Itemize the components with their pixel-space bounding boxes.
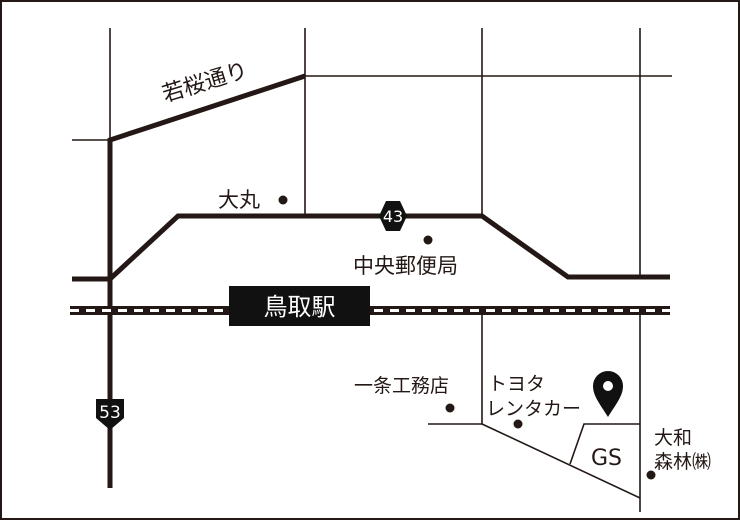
minor-streets: [72, 28, 672, 512]
dot-icon: [445, 403, 455, 413]
station-box: [229, 286, 370, 326]
route-shield-icon: [96, 399, 124, 430]
landmark-dots: [278, 195, 656, 480]
route43-shield: 43: [379, 201, 407, 231]
street-diagonal: [481, 423, 641, 499]
road-route53-wakazakura: [107, 73, 306, 488]
major-roads: [72, 73, 670, 488]
map-pin-hole: [603, 381, 613, 391]
label-gas-station: GS: [591, 446, 622, 471]
route53-shield: 53: [96, 399, 124, 430]
dot-icon: [513, 419, 523, 429]
label-ichijo-koumuten: 一条工務店: [354, 375, 449, 397]
route53-number: 53: [99, 403, 121, 423]
label-daimaru: 大丸: [218, 188, 260, 212]
label-central-post-office: 中央郵便局: [353, 254, 458, 278]
destination-marker: [593, 371, 623, 417]
station: 鳥取駅: [229, 286, 370, 326]
dot-icon: [423, 235, 433, 245]
hexagon-shield-icon: [379, 201, 407, 231]
label-daiwa-line1: 大和: [654, 427, 692, 449]
label-daiwa-line2: 森林㈱: [654, 451, 711, 473]
route43-number: 43: [383, 207, 403, 226]
label-toyota-line2: レンタカー: [486, 398, 581, 420]
dot-icon: [278, 195, 288, 205]
gas-station-lot: [569, 423, 640, 465]
dot-icon: [646, 470, 656, 480]
road-route43: [72, 213, 670, 282]
label-toyota-line1: トヨタ: [488, 373, 545, 395]
station-label: 鳥取駅: [264, 293, 336, 321]
map-pin-icon: [593, 371, 623, 417]
